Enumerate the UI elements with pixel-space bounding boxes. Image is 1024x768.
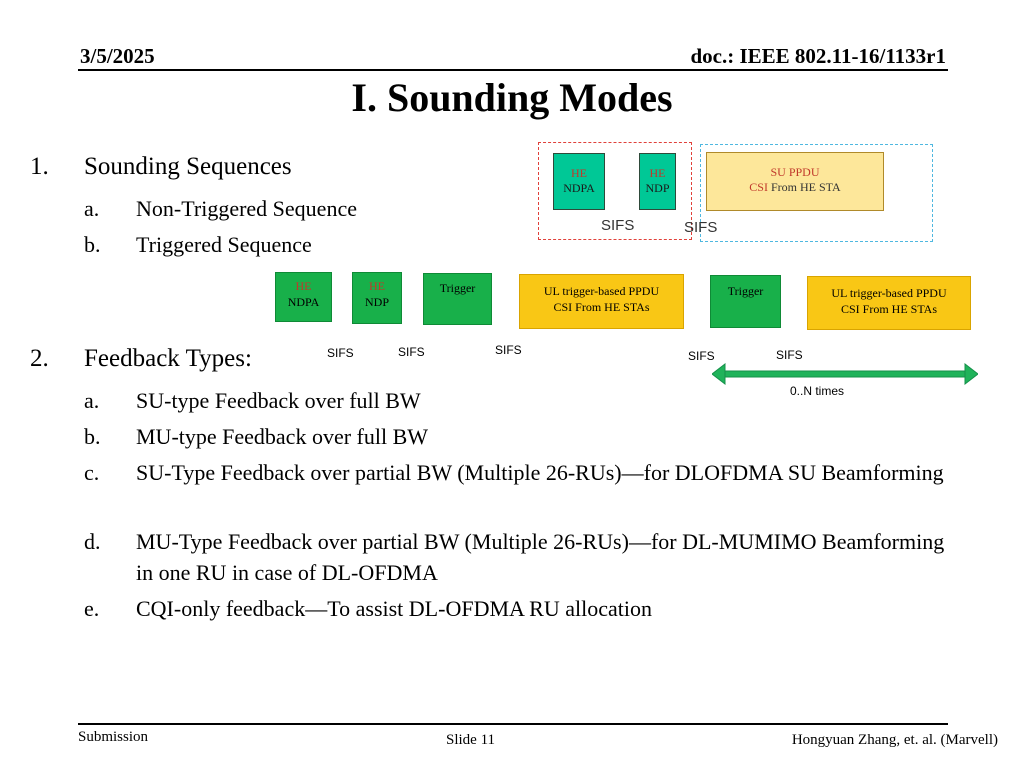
- su-ppdu-line1: SU PPDU: [770, 165, 820, 179]
- su-ppdu-box: SU PPDU CSI From HE STA: [706, 152, 884, 211]
- list-marker: a.: [84, 388, 100, 413]
- trigger-box: Trigger: [423, 273, 492, 325]
- list-marker: b.: [84, 424, 101, 449]
- feedback-group-outline: [700, 144, 933, 242]
- section-1-number: 1.: [30, 153, 49, 180]
- list-item: CQI-only feedback—To assist DL-OFDMA RU …: [136, 596, 652, 621]
- slide-title: I. Sounding Modes: [351, 75, 673, 120]
- ul-ppdu-line1: UL trigger-based PPDU: [831, 286, 947, 300]
- section-2-number: 2.: [30, 345, 49, 372]
- footer-rule: [78, 723, 948, 725]
- ul-trigger-ppdu-box: UL trigger-based PPDU CSI From HE STAs: [519, 274, 684, 329]
- ul-ppdu-line2: CSI From HE STAs: [840, 302, 938, 316]
- he-ndpa-line2: NDPA: [287, 295, 320, 309]
- footer-author: Hongyuan Zhang, et. al. (Marvell): [791, 732, 998, 748]
- header-date: 3/5/2025: [80, 44, 155, 68]
- list-item: Triggered Sequence: [136, 232, 312, 257]
- trigger-label: Trigger: [439, 281, 476, 295]
- he-ndpa-line1: HE: [571, 166, 587, 180]
- ul-trigger-ppdu-box: UL trigger-based PPDU CSI From HE STAs: [807, 276, 971, 330]
- trigger-box: Trigger: [710, 275, 781, 328]
- list-marker: e.: [84, 596, 100, 621]
- double-arrow-icon: [712, 363, 978, 385]
- list-item: MU-Type Feedback over partial BW (Multip…: [136, 529, 945, 585]
- header-doc-id: doc.: IEEE 802.11-16/1133r1: [690, 44, 946, 68]
- he-ndp-box: HE NDP: [352, 272, 402, 324]
- footer-submission: Submission: [78, 729, 149, 745]
- sifs-label: SIFS: [495, 343, 522, 357]
- su-ppdu-csi: CSI: [749, 180, 768, 194]
- section-1-heading: Sounding Sequences: [84, 153, 292, 180]
- he-ndp-line2: NDP: [364, 295, 389, 309]
- he-ndp-box: HE NDP: [639, 153, 676, 210]
- he-ndp-line1: HE: [649, 166, 666, 180]
- he-ndpa-box: HE NDPA: [275, 272, 332, 322]
- sifs-label: SIFS: [684, 219, 718, 236]
- footer-slide-number: Slide 11: [446, 732, 496, 748]
- list-item: SU-type Feedback over full BW: [136, 388, 421, 413]
- he-ndp-line2: NDP: [645, 181, 670, 195]
- sifs-label: SIFS: [688, 349, 715, 363]
- ul-ppdu-line1: UL trigger-based PPDU: [543, 284, 660, 298]
- ul-ppdu-line2: CSI From HE STAs: [553, 300, 650, 314]
- list-marker: b.: [84, 232, 101, 257]
- sifs-label: SIFS: [398, 345, 425, 359]
- he-ndpa-line1: HE: [295, 279, 312, 293]
- trigger-label: Trigger: [727, 284, 764, 298]
- list-marker: d.: [84, 529, 101, 554]
- section-2-heading: Feedback Types:: [84, 345, 252, 372]
- su-ppdu-line2: From HE STA: [767, 180, 841, 194]
- he-ndpa-line2: NDPA: [563, 181, 595, 195]
- he-ndpa-box: HE NDPA: [553, 153, 605, 210]
- non-triggered-group-outline: [538, 142, 692, 240]
- list-marker: c.: [84, 460, 100, 485]
- sifs-label: SIFS: [327, 346, 354, 360]
- repeat-label: 0..N times: [790, 384, 845, 398]
- list-item: MU-type Feedback over full BW: [136, 424, 429, 449]
- sifs-label: SIFS: [601, 217, 635, 234]
- header-rule: [78, 69, 948, 71]
- list-item: Non-Triggered Sequence: [136, 196, 357, 221]
- list-item: SU-Type Feedback over partial BW (Multip…: [136, 460, 944, 485]
- sifs-label: SIFS: [776, 348, 803, 362]
- list-marker: a.: [84, 196, 100, 221]
- he-ndp-line1: HE: [369, 279, 385, 293]
